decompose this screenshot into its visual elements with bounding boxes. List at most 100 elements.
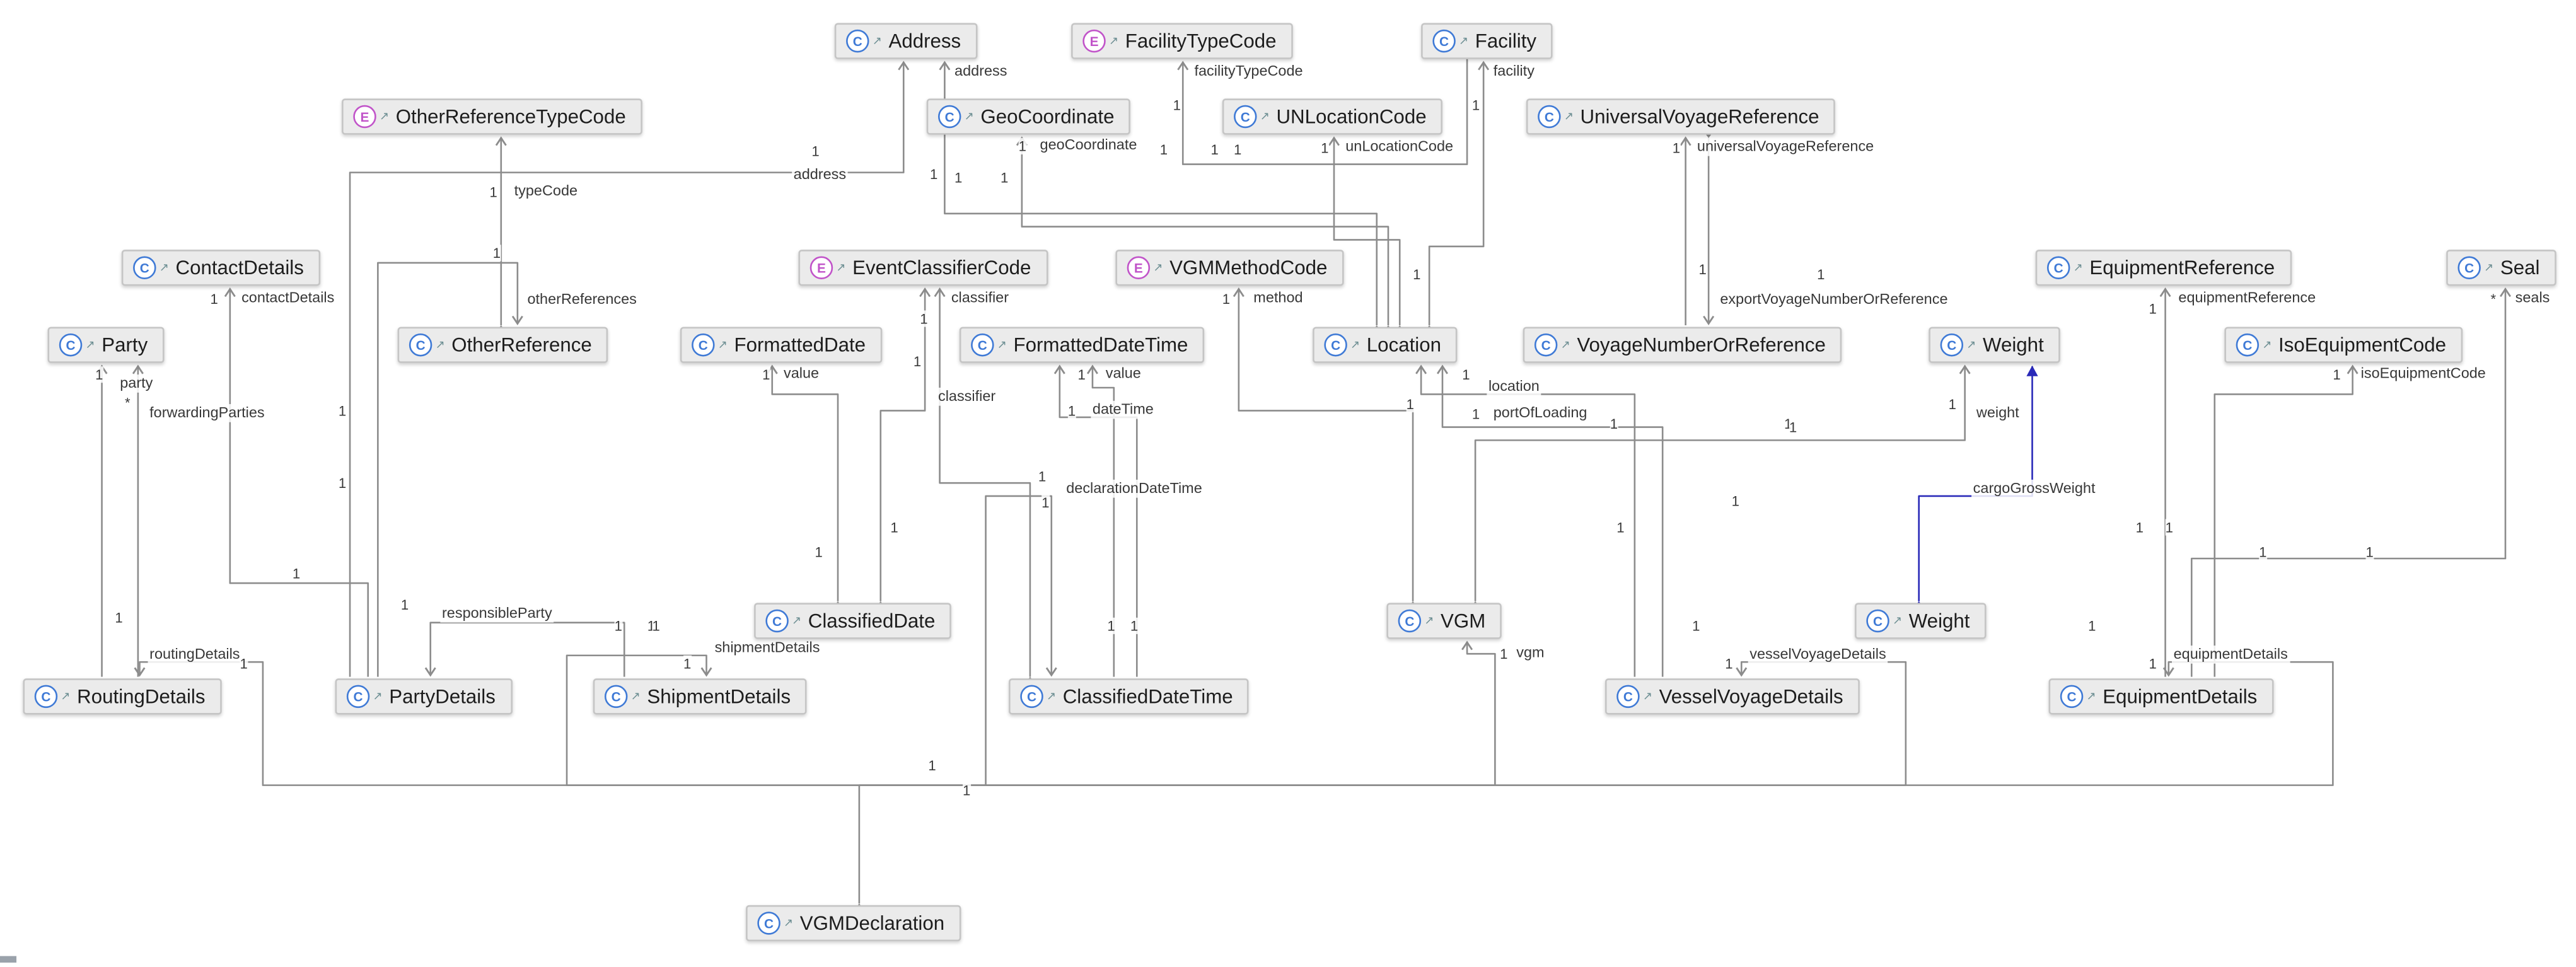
edge-label-otherReferences: otherReferences bbox=[525, 291, 639, 309]
class-name: PartyDetails bbox=[389, 685, 496, 709]
external-link-icon: ↗ bbox=[784, 918, 794, 930]
external-link-icon: ↗ bbox=[379, 112, 390, 124]
class-icon: C bbox=[133, 256, 156, 280]
multiplicity-label: 1 bbox=[1462, 366, 1470, 383]
edge-method[interactable] bbox=[1233, 287, 1418, 615]
edge-seals[interactable] bbox=[2190, 287, 2512, 677]
edge-value-date[interactable] bbox=[766, 364, 843, 615]
class-node-classifiedDate[interactable]: C↗ClassifiedDate bbox=[754, 603, 952, 639]
class-node-otherReference[interactable]: C↗OtherReference bbox=[397, 327, 608, 363]
class-node-routingDetails[interactable]: C↗RoutingDetails bbox=[23, 678, 222, 715]
class-node-equipmentReference[interactable]: C↗EquipmentReference bbox=[2035, 250, 2292, 286]
class-name: OtherReference bbox=[451, 333, 592, 357]
multiplicity-label: 1 bbox=[292, 565, 301, 582]
edge-shipmentDetails[interactable] bbox=[566, 654, 859, 786]
class-node-equipmentDetails[interactable]: C↗EquipmentDetails bbox=[2048, 678, 2274, 715]
edge-value-datetime[interactable] bbox=[1086, 364, 1115, 677]
edge-routingDetails[interactable] bbox=[134, 661, 859, 786]
class-icon: C bbox=[409, 333, 432, 357]
class-node-location[interactable]: C↗Location bbox=[1313, 327, 1458, 363]
class-node-shipmentDetails[interactable]: C↗ShipmentDetails bbox=[593, 678, 808, 715]
multiplicity-label: 1 bbox=[1067, 402, 1076, 419]
class-icon: C bbox=[846, 29, 869, 53]
edge-label-geoCoordinate: geoCoordinate bbox=[1038, 136, 1139, 154]
edge-unLocationCode[interactable] bbox=[1328, 136, 1405, 339]
class-icon: C bbox=[2236, 333, 2260, 357]
class-node-weight[interactable]: C↗Weight bbox=[1929, 327, 2060, 363]
external-link-icon: ↗ bbox=[2086, 692, 2096, 704]
edge-isoEquipmentCode[interactable] bbox=[2213, 364, 2358, 677]
edge-responsibleParty[interactable] bbox=[424, 622, 625, 677]
edge-label-declarationDateTime: declarationDateTime bbox=[1064, 479, 1204, 498]
external-link-icon: ↗ bbox=[836, 262, 846, 275]
class-node-otherReferenceTypeCode[interactable]: E↗OtherReferenceTypeCode bbox=[342, 98, 642, 135]
class-node-eventClassifierCode[interactable]: E↗EventClassifierCode bbox=[798, 250, 1048, 286]
class-node-vgm[interactable]: C↗VGM bbox=[1386, 603, 1502, 639]
external-link-icon: ↗ bbox=[997, 340, 1007, 352]
class-icon: C bbox=[971, 333, 994, 357]
multiplicity-label: 1 bbox=[400, 596, 409, 613]
edge-classifier-date[interactable] bbox=[875, 287, 931, 615]
edge-otherReferences[interactable] bbox=[377, 262, 523, 677]
class-node-vgmMethodCode[interactable]: E↗VGMMethodCode bbox=[1115, 250, 1344, 286]
edge-address-party[interactable] bbox=[349, 61, 910, 677]
class-node-universalVoyageReference[interactable]: C↗UniversalVoyageReference bbox=[1526, 98, 1836, 135]
class-node-geoCoordinate[interactable]: C↗GeoCoordinate bbox=[926, 98, 1131, 135]
class-name: RoutingDetails bbox=[77, 685, 206, 709]
class-node-partyDetails[interactable]: C↗PartyDetails bbox=[335, 678, 512, 715]
edge-facility[interactable] bbox=[1424, 61, 1490, 339]
edge-label-location-address: address bbox=[953, 62, 1009, 81]
edge-contactDetails[interactable] bbox=[224, 287, 369, 677]
multiplicity-label: 1 bbox=[95, 366, 103, 383]
multiplicity-label: 1 bbox=[913, 353, 922, 370]
class-node-isoEquipmentCode[interactable]: C↗IsoEquipmentCode bbox=[2224, 327, 2463, 363]
class-icon: C bbox=[765, 609, 789, 633]
class-node-weight2[interactable]: C↗Weight bbox=[1855, 603, 1987, 639]
class-node-formattedDate[interactable]: C↗FormattedDate bbox=[680, 327, 883, 363]
edge-facilityTypeCode[interactable] bbox=[1177, 45, 1472, 165]
multiplicity-label: 1 bbox=[338, 402, 347, 419]
multiplicity-label: 1 bbox=[811, 142, 820, 159]
external-link-icon: ↗ bbox=[1350, 340, 1361, 352]
edge-label-cargoGrossWeight: cargoGrossWeight bbox=[1971, 479, 2097, 498]
edge-label-value-datetime: value bbox=[1104, 364, 1143, 383]
class-node-vgmDeclaration[interactable]: C↗VGMDeclaration bbox=[746, 905, 961, 942]
edge-label-shipmentDetails: shipmentDetails bbox=[712, 639, 822, 657]
edge-classifier-datetime[interactable] bbox=[934, 287, 1035, 690]
multiplicity-label: 1 bbox=[2135, 519, 2144, 536]
class-node-facilityTypeCode[interactable]: E↗FacilityTypeCode bbox=[1071, 23, 1293, 59]
multiplicity-label: 1 bbox=[1616, 519, 1625, 536]
class-node-party[interactable]: C↗Party bbox=[47, 327, 165, 363]
external-link-icon: ↗ bbox=[1424, 616, 1434, 628]
multiplicity-label: 1 bbox=[683, 655, 692, 672]
class-node-classifiedDateTime[interactable]: C↗ClassifiedDateTime bbox=[1009, 678, 1250, 715]
class-node-seal[interactable]: C↗Seal bbox=[2446, 250, 2556, 286]
class-name: VGMDeclaration bbox=[799, 912, 945, 935]
class-node-formattedDateTime[interactable]: C↗FormattedDateTime bbox=[959, 327, 1205, 363]
class-node-contactDetails[interactable]: C↗ContactDetails bbox=[121, 250, 320, 286]
multiplicity-label: 1 bbox=[489, 183, 497, 200]
edge-label-unLocationCode: unLocationCode bbox=[1343, 137, 1455, 156]
multiplicity-label: 1 bbox=[1731, 492, 1739, 509]
multiplicity-label: 1 bbox=[1234, 141, 1242, 158]
class-icon: C bbox=[1398, 609, 1422, 633]
edge-portOfLoading[interactable] bbox=[1436, 364, 1664, 677]
external-link-icon: ↗ bbox=[159, 262, 170, 275]
external-link-icon: ↗ bbox=[1046, 692, 1057, 704]
multiplicity-label: 1 bbox=[1471, 405, 1480, 422]
class-node-voyageNumberOrReference[interactable]: C↗VoyageNumberOrReference bbox=[1523, 327, 1842, 363]
edge-label-exportVoyageNumberOrReference: exportVoyageNumberOrReference bbox=[1718, 291, 1950, 309]
edge-label-contactDetails: contactDetails bbox=[240, 289, 336, 308]
edge-label-responsibleParty: responsibleParty bbox=[440, 604, 554, 623]
class-name: EquipmentReference bbox=[2089, 256, 2275, 280]
external-link-icon: ↗ bbox=[1892, 616, 1903, 628]
edge-label-universalVoyageReference: universalVoyageReference bbox=[1695, 137, 1876, 156]
class-node-vesselVoyageDetails[interactable]: C↗VesselVoyageDetails bbox=[1604, 678, 1860, 715]
class-node-facility[interactable]: C↗Facility bbox=[1421, 23, 1553, 59]
class-node-address[interactable]: C↗Address bbox=[834, 23, 978, 59]
class-node-unLocationCode[interactable]: C↗UNLocationCode bbox=[1222, 98, 1443, 135]
edge-equipmentDetails[interactable] bbox=[859, 661, 2334, 786]
